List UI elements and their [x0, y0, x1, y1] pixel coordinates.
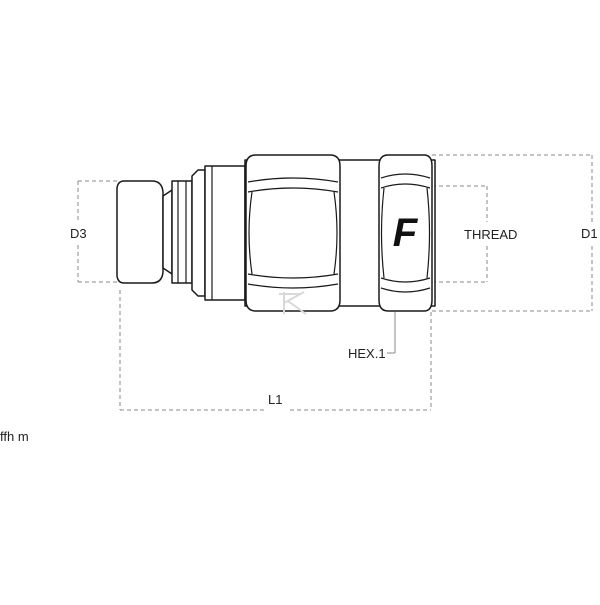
label-hex: HEX.1 — [348, 346, 386, 361]
dimension-d3 — [77, 180, 120, 283]
coupling-neck — [171, 180, 193, 284]
label-thread: THREAD — [464, 227, 517, 242]
dimension-thread — [432, 185, 488, 283]
coupling-shoulder — [204, 165, 246, 301]
hex-nut-small — [378, 154, 433, 312]
dimension-hex — [387, 312, 396, 354]
coupling-nose — [116, 180, 164, 284]
label-d1: D1 — [581, 226, 598, 241]
coupling-groove — [162, 189, 173, 275]
dimension-l1 — [119, 290, 432, 411]
label-l1: L1 — [268, 392, 282, 407]
brand-logo: F — [393, 211, 419, 255]
footnote-text: ffh m — [0, 429, 29, 444]
dimension-d1 — [432, 154, 593, 312]
watermark-logo — [279, 291, 307, 315]
label-d3: D3 — [70, 226, 87, 241]
hex-nut-large — [245, 154, 341, 312]
coupling-collar — [191, 169, 206, 297]
